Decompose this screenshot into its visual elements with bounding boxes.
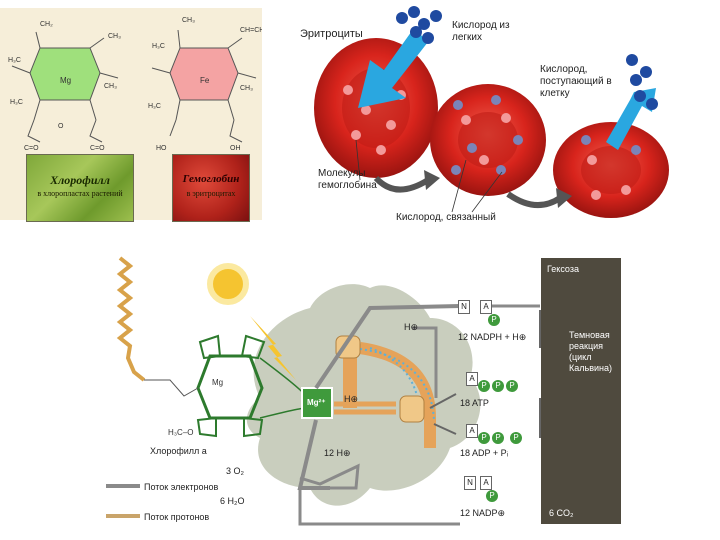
chlorophyll-card: Хлорофилл в хлоропластах растений (26, 154, 134, 222)
flow-arrow-2-head (556, 188, 572, 208)
nadp-label: 12 NADP⊕ (460, 508, 506, 518)
h2o-label: 6 H₂O (220, 496, 245, 506)
electron-flow-water (299, 463, 360, 490)
porphyrin-structures: H₃C CH₂ CH₃ CH₃ H₃C O C=O C=O H₃C CH₃ CH… (8, 17, 262, 152)
molecule-comparison-panel: H₃C CH₂ CH₃ CH₃ H₃C O C=O C=O H₃C CH₃ CH… (0, 8, 262, 222)
nadp-box-n: N (464, 476, 476, 490)
atp-phosphate-1: P (478, 380, 490, 392)
red-blood-cell-2 (430, 84, 546, 196)
nadph-box-n: N (458, 300, 470, 314)
atp-phosphate-2: P (492, 380, 504, 392)
nadph-phosphate: P (488, 314, 500, 326)
electron-flow-top (314, 304, 461, 390)
hemoglobin-card: Гемоглобин в эритроцитах (172, 154, 250, 222)
svg-text:C=O: C=O (90, 145, 105, 152)
leaf-background (246, 284, 481, 506)
mg-center-label: Mg²⁺ (307, 398, 326, 407)
sun-icon (207, 263, 249, 305)
svg-text:HO: HO (156, 145, 167, 152)
h-plus-top-label: H⊕ (404, 322, 419, 332)
nadph-label: 12 NADPH + H⊕ (458, 332, 527, 342)
leader-bound-1 (451, 159, 467, 213)
chlorophyll-a-label: Хлорофилл a (150, 446, 207, 456)
nadph-box-a: A (480, 300, 492, 314)
svg-text:C=O: C=O (24, 145, 39, 152)
red-blood-cell-1 (314, 38, 438, 178)
adp-phosphate-free: P (510, 432, 522, 444)
legend-electrons-label: Поток электронов (144, 482, 219, 492)
erythrocyte-illustration (314, 6, 669, 218)
svg-text:OH: OH (230, 145, 241, 152)
nadp-box-a: A (480, 476, 492, 490)
hexose-label: Гексоза (547, 264, 579, 274)
svg-text:CH=CH₂: CH=CH₂ (240, 27, 262, 34)
dark-reaction-label: Темновая реакция (цикл Кальвина) (569, 330, 612, 373)
fe-atom-label: Fe (200, 76, 210, 85)
atp-phosphate-3: P (506, 380, 518, 392)
calvin-cycle-panel: Гексоза Темновая реакция (цикл Кальвина)… (541, 258, 621, 524)
svg-text:H₃C: H₃C (10, 99, 23, 106)
svg-text:CH₃: CH₃ (108, 33, 121, 40)
oxygen-out-arrow (606, 88, 656, 150)
hemoglobin-molecules-label: Молекулы гемоглобина (318, 168, 377, 191)
adp-label: 18 ADP + Pᵢ (460, 448, 509, 458)
atp-synthase (399, 395, 425, 423)
svg-text:CH₃: CH₃ (240, 85, 253, 92)
oxygen-cell-label: Кислород, поступающий в клетку (540, 64, 612, 99)
svg-text:CH₃: CH₃ (182, 17, 195, 24)
light-bolt-icon (250, 316, 296, 380)
svg-text:CH₃: CH₃ (104, 83, 117, 90)
svg-text:H₃C: H₃C (8, 57, 21, 64)
adp-box-a: A (466, 424, 478, 438)
mg-atom-label: Mg (60, 76, 72, 85)
electron-flow-nadp (298, 488, 460, 526)
atp-label: 18 ATP (460, 398, 489, 408)
chlorophyll-a-ring (144, 334, 266, 438)
photosynthesis-diagram (106, 256, 572, 526)
flow-arrow-1-head (424, 170, 440, 190)
mg-ring-label: Mg (212, 378, 224, 387)
co2-label: 6 CO₂ (549, 508, 574, 518)
leader-bound-2 (471, 171, 503, 213)
svg-text:CH₂: CH₂ (40, 21, 53, 28)
o2-label: 3 O₂ (226, 466, 244, 476)
oxygen-lungs-label: Кислород из легких (452, 20, 510, 43)
flow-arrow-2 (506, 191, 562, 208)
heme-structure: H₃C CH₃ CH=CH₂ CH₃ H₃C HO OH (148, 17, 262, 152)
h-plus-mid-label: H⊕ (344, 394, 359, 404)
svg-text:O: O (58, 123, 64, 130)
adp-phosphate-2: P (492, 432, 504, 444)
oxygen-bound-label: Кислород, связанный (396, 212, 496, 223)
flow-arrow-1 (373, 175, 430, 193)
atp-box-a: A (466, 372, 478, 386)
legend-protons-label: Поток протонов (144, 512, 210, 522)
h-plus-loop (412, 326, 438, 398)
hemoglobin-dots (343, 85, 631, 200)
h12-label: 12 H⊕ (324, 448, 351, 458)
hemoglobin-subtitle: в эритроцитах (186, 189, 236, 198)
hemoglobin-title: Гемоглобин (182, 173, 240, 185)
erythrocytes-label: Эритроциты (300, 28, 363, 40)
membrane-dots-outer (349, 347, 435, 421)
chlorophyll-subtitle: в хлоропластах растений (37, 189, 123, 198)
membrane-dots-inner (369, 347, 421, 421)
svg-text:H₃C: H₃C (148, 103, 161, 110)
oxygen-in-arrow (358, 28, 428, 108)
oxygen-molecules-cell (626, 54, 658, 110)
methyl-ester-label: H₃C–O (168, 428, 194, 437)
oxygen-molecules-lungs (396, 6, 442, 44)
bound-oxygen-dots (451, 95, 641, 175)
leader-hemoglobin (355, 139, 361, 181)
adp-arrow-left (433, 423, 457, 435)
chlorophyll-structure: H₃C CH₂ CH₃ CH₃ H₃C O C=O C=O (8, 21, 121, 152)
adp-phosphate-1: P (478, 432, 490, 444)
nadp-phosphate: P (486, 490, 498, 502)
atp-arrow-right (429, 393, 457, 409)
chlorophyll-title: Хлорофилл (50, 173, 110, 187)
svg-text:H₃C: H₃C (152, 43, 165, 50)
phytol-chain (116, 256, 146, 382)
